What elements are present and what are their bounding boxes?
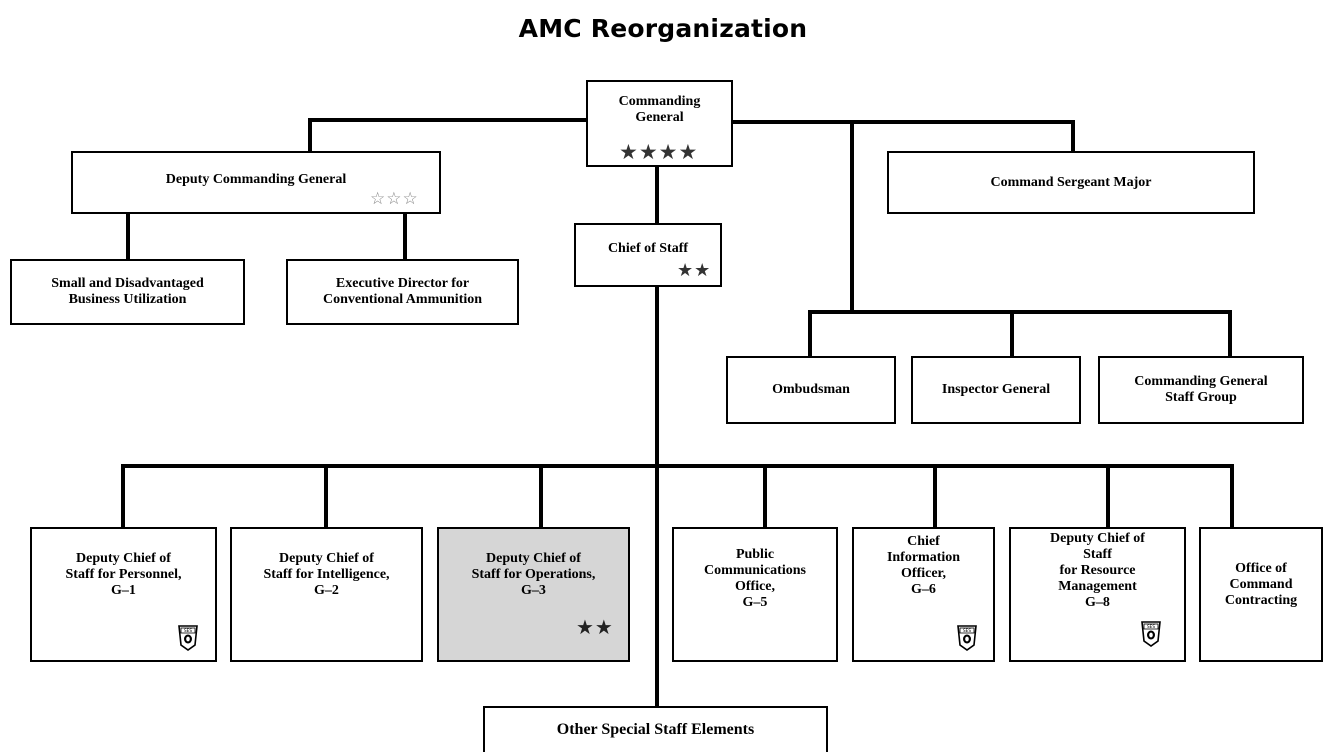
small-disadvantaged-box: Small and Disadvantaged Business Utiliza… xyxy=(10,259,245,325)
chief-of-staff-label: Chief of Staff xyxy=(607,241,689,256)
g3-box: Deputy Chief of Staff for Operations, G–… xyxy=(437,527,630,662)
other-special-staff-label: Other Special Staff Elements xyxy=(556,721,755,738)
executive-director-label: Executive Director for Conventional Ammu… xyxy=(322,276,483,307)
g5-box: Public Communications Office, G–5 xyxy=(672,527,838,662)
chief-of-staff-stars: ★★ xyxy=(677,260,712,281)
cg-staff-group-box: Commanding General Staff Group xyxy=(1098,356,1304,424)
ses-badge-icon: SES xyxy=(957,625,977,651)
g5-label: Public Communications Office, G–5 xyxy=(704,547,806,610)
deputy-commanding-general-label: Deputy Commanding General xyxy=(165,171,347,187)
g3-stars: ★★ xyxy=(576,615,614,639)
g2-box: Deputy Chief of Staff for Intelligence, … xyxy=(230,527,423,662)
g1-badge-text: SES xyxy=(184,628,192,633)
deputy-commanding-general-stars: ☆☆☆ xyxy=(370,189,419,209)
g3-label: Deputy Chief of Staff for Operations, G–… xyxy=(471,551,596,598)
inspector-general-box: Inspector General xyxy=(911,356,1081,424)
ses-badge-icon: SES xyxy=(1141,621,1161,647)
commanding-general-stars: ★★★★ xyxy=(619,140,699,164)
command-contracting-label: Office of Command Contracting xyxy=(1224,561,1298,608)
commanding-general-box: Commanding General xyxy=(586,80,733,167)
g2-label: Deputy Chief of Staff for Intelligence, … xyxy=(263,551,390,598)
command-contracting-box: Office of Command Contracting xyxy=(1199,527,1323,662)
g6-label: Chief Information Officer, G–6 xyxy=(886,534,961,597)
g6-badge-text: SES xyxy=(963,628,971,633)
ombudsman-label: Ombudsman xyxy=(772,382,850,397)
ses-badge-icon: SES xyxy=(178,625,198,651)
command-sergeant-major-box: Command Sergeant Major xyxy=(887,151,1255,214)
chart-title: AMC Reorganization xyxy=(518,14,808,43)
executive-director-box: Executive Director for Conventional Ammu… xyxy=(286,259,519,325)
chief-of-staff-box: Chief of Staff xyxy=(574,223,722,287)
ombudsman-box: Ombudsman xyxy=(726,356,896,424)
cg-staff-group-label: Commanding General Staff Group xyxy=(1134,374,1268,405)
command-sergeant-major-label: Command Sergeant Major xyxy=(990,174,1152,190)
commanding-general-label: Commanding General xyxy=(618,94,701,125)
g8-label: Deputy Chief of Staff for Resource Manag… xyxy=(1050,531,1145,610)
inspector-general-label: Inspector General xyxy=(941,382,1051,397)
deputy-commanding-general-box: Deputy Commanding General xyxy=(71,151,441,214)
g8-badge-text: SES xyxy=(1147,624,1155,629)
g1-label: Deputy Chief of Staff for Personnel, G–1 xyxy=(65,551,182,598)
other-special-staff-box: Other Special Staff Elements xyxy=(483,706,828,752)
small-disadvantaged-label: Small and Disadvantaged Business Utiliza… xyxy=(51,276,204,307)
